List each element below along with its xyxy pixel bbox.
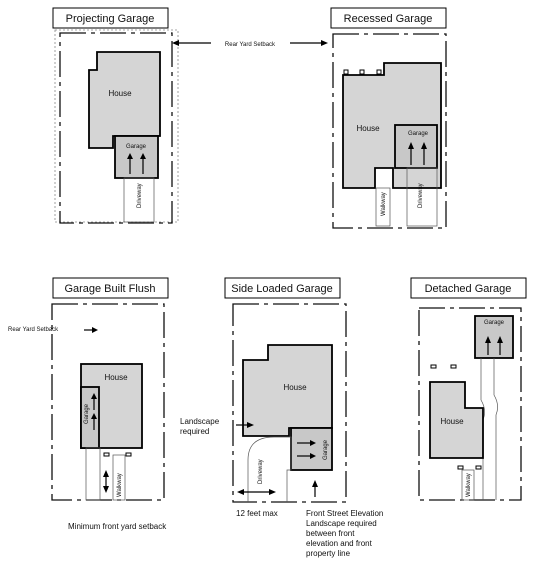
title-detached: Detached Garage: [425, 283, 512, 295]
front-elev-label-4: elevation and front: [306, 539, 373, 548]
lot-line-side: [232, 303, 347, 503]
title-projecting: Projecting Garage: [66, 13, 155, 25]
title-box-flush: [52, 277, 169, 299]
marker-detached-c: [457, 465, 464, 470]
landscape-label-1: Landscape: [180, 417, 220, 426]
garage-arrows-projecting: [127, 153, 146, 174]
garage-arrows-flush: [91, 393, 97, 430]
driveway-label-projecting: Driveway: [137, 183, 143, 208]
front-elev-label-2: Landscape required: [306, 519, 377, 528]
title-box-recessed: [330, 7, 447, 29]
garage-arrows-recessed: [408, 142, 427, 165]
house-projecting: [88, 51, 161, 149]
markers-recessed: [343, 69, 382, 75]
driveway-flush: [85, 447, 101, 501]
panel-garage-built-flush: Garage Built Flush Rear Yard Setback Hou…: [8, 277, 169, 531]
garage-arrows-detached: [485, 336, 503, 355]
garage-label-detached: Garage: [484, 320, 505, 326]
marker-flush-b: [125, 452, 132, 457]
garage-label-side: Garage: [323, 439, 329, 460]
walkway-recessed: [375, 187, 391, 227]
panel-detached-garage: Detached Garage Garage House Walkway: [410, 277, 527, 501]
house-detached: [429, 381, 484, 459]
lot-line-flush: [51, 303, 165, 501]
lot-line-recessed: [332, 33, 447, 229]
driveway-recessed: [406, 167, 438, 227]
house-label-detached: House: [440, 417, 464, 426]
front-elev-label-3: between front: [306, 529, 355, 538]
title-flush: Garage Built Flush: [64, 283, 155, 295]
house-label-flush: House: [104, 373, 128, 382]
driveway-label-recessed: Driveway: [418, 183, 424, 208]
marker-flush-a: [103, 452, 110, 457]
lot-dotted-projecting: [54, 29, 179, 223]
house-label-side: House: [283, 383, 307, 392]
panel-side-loaded-garage: Side Loaded Garage House Garage Driveway…: [180, 277, 383, 558]
garage-arrows-side: [297, 440, 316, 459]
rear-setback-label-left: Rear Yard Setback: [8, 327, 59, 333]
walkway-label-flush: Walkway: [117, 473, 123, 497]
walkway-detached: [461, 469, 475, 501]
landscape-label-2: required: [180, 427, 209, 436]
title-box-projecting: [52, 7, 169, 29]
drive-width-arrow-flush: [103, 470, 109, 493]
marker-detached-d: [475, 465, 482, 470]
garage-side: [290, 427, 333, 471]
garage-label-projecting: Garage: [126, 144, 147, 150]
garage-label-recessed: Garage: [408, 131, 429, 137]
marker-detached-b: [450, 364, 457, 369]
walkway-label-recessed: Walkway: [381, 192, 387, 216]
garage-label-flush: Garage: [84, 403, 90, 424]
title-recessed: Recessed Garage: [344, 13, 433, 25]
front-elev-label-1: Front Street Elevation: [306, 509, 383, 518]
front-elev-label-5: property line: [306, 549, 351, 558]
driveway-label-side: Driveway: [258, 459, 264, 484]
house-label-projecting: House: [108, 89, 132, 98]
rear-setback-label-top: Rear Yard Setback: [225, 42, 276, 48]
walkway-flush: [112, 454, 126, 501]
driveway-side: [247, 436, 292, 502]
front-setback-label: Minimum front yard setback: [68, 522, 167, 531]
twelve-feet-arrow: [237, 489, 276, 495]
house-label-recessed: House: [356, 124, 380, 133]
lot-line-projecting: [59, 32, 173, 224]
driveway-projecting: [123, 177, 155, 223]
garage-projecting: [114, 135, 159, 179]
walkway-label-detached: Walkway: [466, 473, 472, 497]
twelve-feet-label: 12 feet max: [236, 509, 278, 518]
title-box-side: [224, 277, 341, 299]
marker-detached-a: [430, 364, 437, 369]
title-box-detached: [410, 277, 527, 299]
rear-setback-top: Rear Yard Setback: [172, 40, 328, 48]
panel-projecting-garage: Projecting Garage House Garage Driveway: [52, 7, 179, 224]
title-side: Side Loaded Garage: [231, 283, 333, 295]
panel-recessed-garage: Recessed Garage House Garage Driveway Wa…: [330, 7, 447, 229]
